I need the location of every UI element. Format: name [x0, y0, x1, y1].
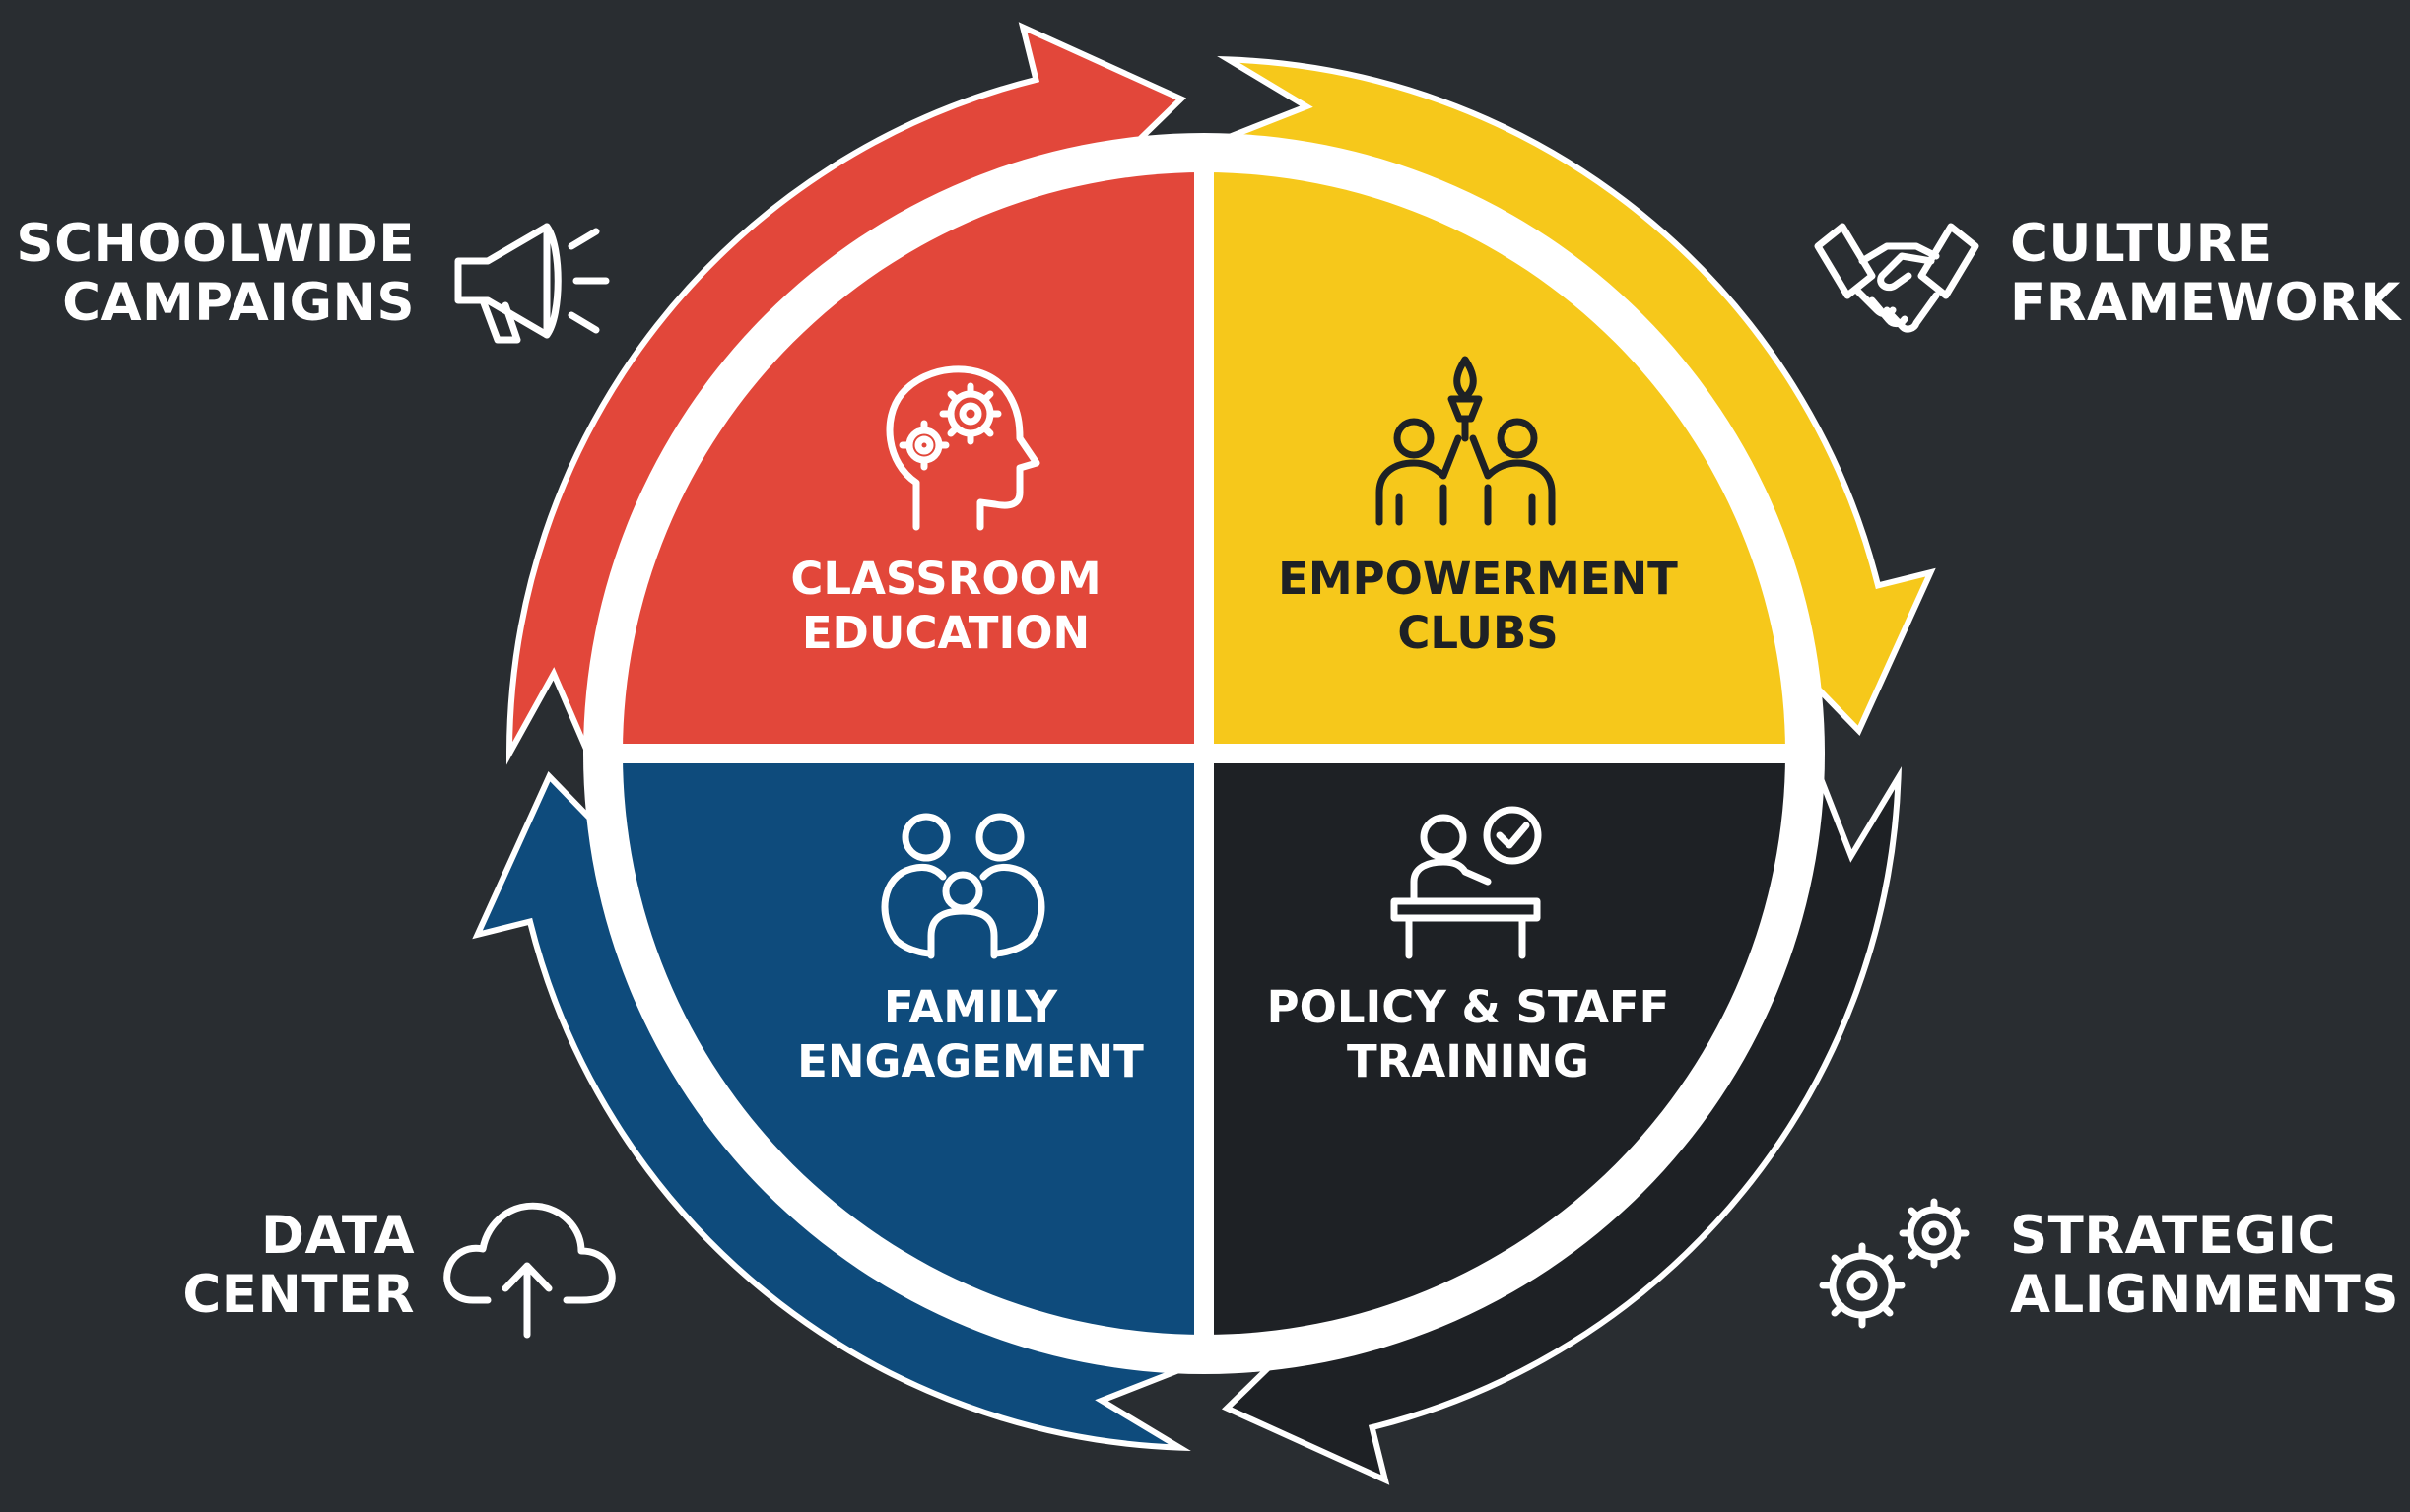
- gears-icon: [1819, 1198, 1970, 1329]
- torch-teamwork-icon: [1375, 356, 1556, 526]
- data-line2: CENTER: [182, 1265, 415, 1325]
- family-line1: FAMILY: [883, 981, 1058, 1033]
- quadrant-policy: [1204, 754, 1785, 1335]
- empowerment-line1: EMPOWERMENT: [1278, 553, 1678, 605]
- empowerment-line2: CLUBS: [1397, 607, 1559, 659]
- quadrant-label-family: FAMILY ENGAGEMENT: [797, 980, 1144, 1088]
- brain-gears-icon: [886, 365, 1040, 531]
- caption-strategic-alignments: STRATEGIC ALIGNMENTS: [2010, 1207, 2399, 1325]
- quadrants: [623, 172, 1785, 1335]
- quadrant-label-policy: POLICY & STAFF TRAINING: [1267, 980, 1670, 1088]
- policy-line2: TRAINING: [1347, 1035, 1589, 1087]
- classroom-line2: EDUCATION: [801, 607, 1091, 659]
- quadrant-empowerment: [1204, 172, 1785, 754]
- quadrant-family: [623, 754, 1204, 1335]
- strategic-line1: STRATEGIC: [2010, 1206, 2337, 1266]
- horizontal-divider: [611, 744, 1803, 763]
- cloud-upload-icon: [443, 1202, 616, 1339]
- culture-line2: FRAMEWORK: [2010, 273, 2401, 333]
- strategic-line2: ALIGNMENTS: [2010, 1265, 2399, 1325]
- family-icon: [881, 813, 1045, 959]
- quadrant-label-classroom: CLASSROOM EDUCATION: [790, 552, 1101, 660]
- campaigns-line2: CAMPAIGNS: [62, 273, 415, 333]
- quadrant-classroom: [623, 172, 1204, 754]
- campaigns-line1: SCHOOLWIDE: [16, 214, 415, 274]
- caption-culture-framework: CULTURE FRAMEWORK: [2010, 215, 2401, 333]
- quadrant-label-empowerment: EMPOWERMENT CLUBS: [1278, 552, 1678, 660]
- megaphone-icon: [454, 223, 610, 344]
- culture-line1: CULTURE: [2010, 214, 2273, 274]
- classroom-line1: CLASSROOM: [790, 553, 1102, 605]
- presenter-check-icon: [1390, 806, 1542, 959]
- cycle-arrows: [472, 22, 1936, 1485]
- handshake-icon: [1814, 223, 1979, 333]
- policy-line1: POLICY & STAFF: [1266, 981, 1670, 1033]
- data-line1: DATA: [261, 1206, 415, 1266]
- family-line2: ENGAGEMENT: [797, 1035, 1144, 1087]
- caption-schoolwide-campaigns: SCHOOLWIDE CAMPAIGNS: [16, 215, 415, 333]
- caption-data-center: DATA CENTER: [182, 1207, 415, 1325]
